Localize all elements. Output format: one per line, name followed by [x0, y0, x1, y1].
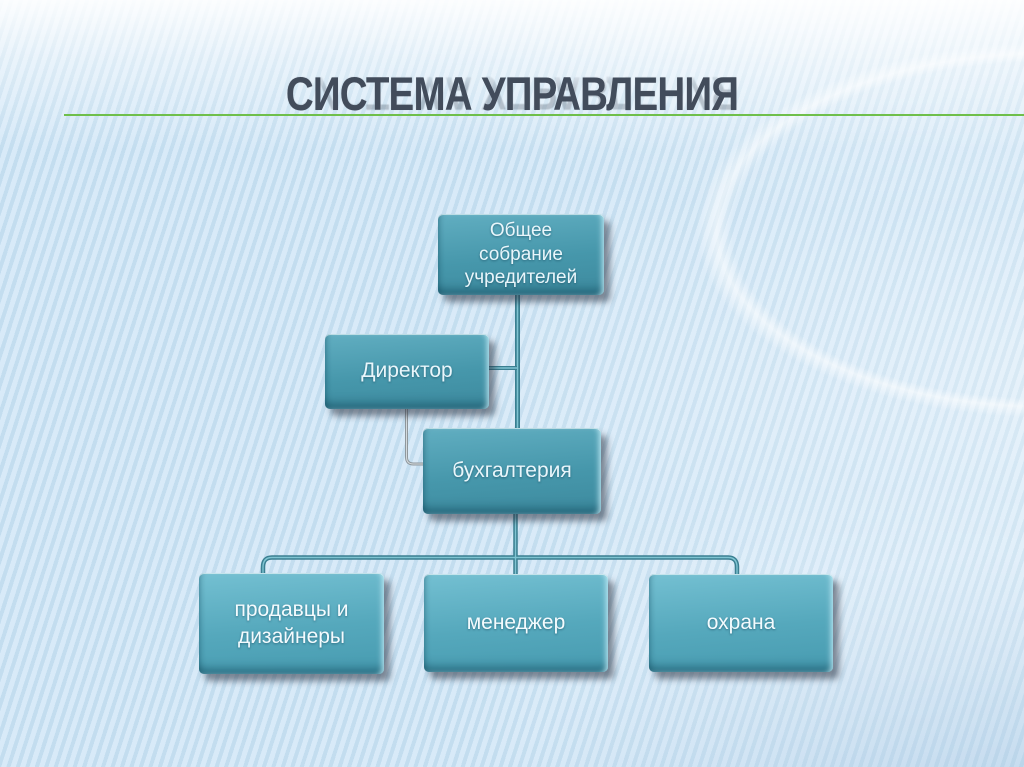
- org-node-label: Общее собрание учредителей: [464, 219, 578, 289]
- org-node-security: охрана: [649, 574, 833, 672]
- org-node-label: менеджер: [466, 610, 566, 634]
- org-node-label: Директор: [361, 359, 453, 383]
- org-node-label: продавцы и дизайнеры: [234, 598, 349, 648]
- page-title: СИСТЕМА УПРАВЛЕНИЯ: [285, 67, 739, 120]
- connector-director-accounting-highlight: [406, 406, 424, 465]
- connector-branch-highlight: [262, 512, 738, 577]
- connector-branch: [260, 512, 740, 577]
- title-underline: [64, 114, 1024, 116]
- org-node-label: охрана: [706, 610, 776, 634]
- connector-director-accounting: [405, 406, 424, 466]
- org-node-manager: менеджер: [424, 574, 608, 672]
- org-node-founders: Общее собрание учредителей: [438, 214, 604, 295]
- org-node-label: бухгалтерия: [452, 458, 572, 482]
- title-block: СИСТЕМА УПРАВЛЕНИЯ СИСТЕМА УПРАВЛЕНИЯ: [0, 0, 1024, 180]
- org-node-sellers-designers: продавцы и дизайнеры: [199, 573, 384, 674]
- org-node-accounting: бухгалтерия: [423, 428, 601, 514]
- org-node-director: Директор: [325, 334, 489, 409]
